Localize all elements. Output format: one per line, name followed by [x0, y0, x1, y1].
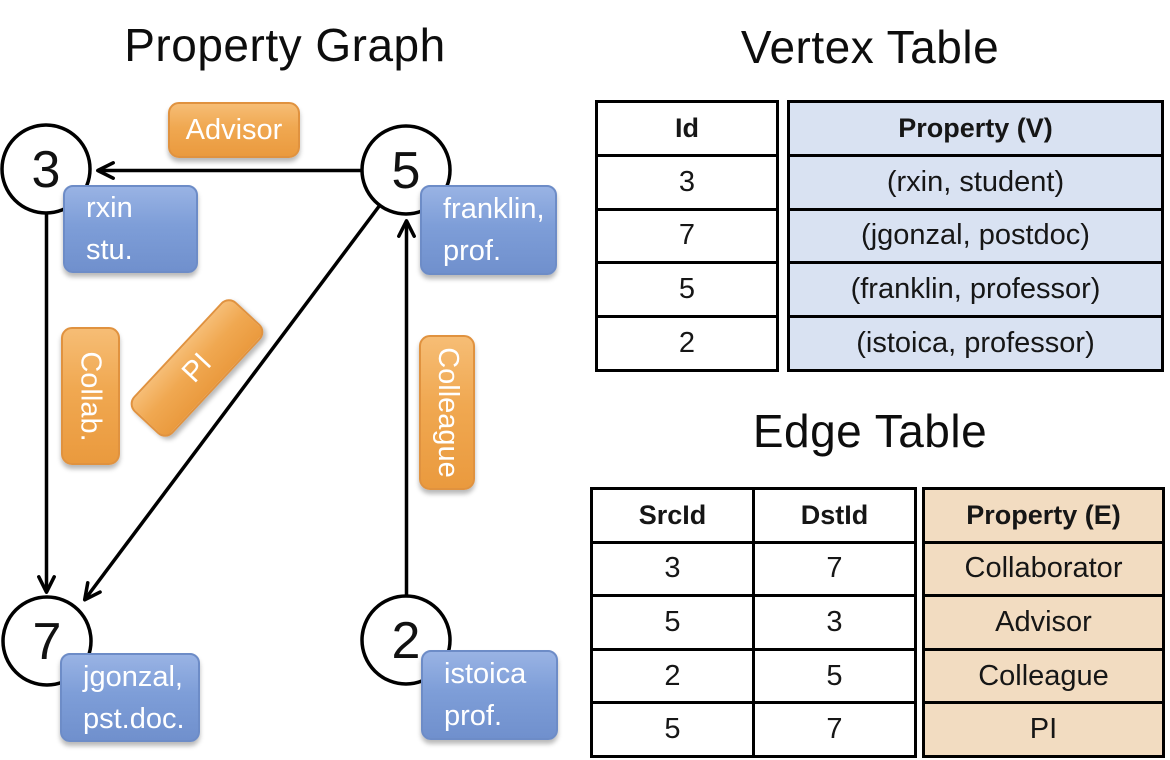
- vertex-id-3: 3: [32, 141, 61, 199]
- vertex-table-id-column: Id 3 7 5 2: [595, 100, 779, 372]
- edge-label-collab: Collab.: [61, 327, 120, 465]
- table-cell: (istoica, professor): [856, 327, 1095, 360]
- vertex-table-header-id: Id: [675, 112, 699, 143]
- edge-arrow-pi-5-to-7: [82, 203, 382, 602]
- table-cell: 5: [593, 597, 755, 648]
- edge-label-colleague: Colleague: [419, 335, 475, 490]
- vertex-label-franklin: franklin, prof.: [420, 185, 557, 275]
- table-cell: 3: [826, 605, 843, 638]
- table-cell: 7: [826, 713, 843, 746]
- table-cell: 7: [826, 552, 843, 585]
- vertex-label-line: pst.doc.: [83, 702, 185, 735]
- table-cell: 2: [678, 327, 696, 360]
- edge-table-property-column: Property (E) Collaborator Advisor Collea…: [922, 487, 1165, 758]
- table-cell: 7: [678, 219, 696, 252]
- table-cell: 5: [678, 273, 696, 306]
- vertex-label-line: prof.: [443, 235, 502, 267]
- table-cell: 3: [593, 543, 755, 595]
- edge-table-id-columns: SrcId DstId 3 7 5 3 2 5 5 7: [590, 487, 917, 758]
- property-graph-title: Property Graph: [124, 19, 446, 71]
- edge-table-header-property: Property (E): [966, 499, 1121, 530]
- vertex-id-7: 7: [33, 613, 62, 671]
- vertex-label-line: stu.: [86, 234, 133, 266]
- edge-table-header-srcid: SrcId: [593, 490, 755, 541]
- edge-label-collab-text: Collab.: [75, 350, 107, 442]
- edge-label-advisor-text: Advisor: [185, 113, 283, 146]
- vertex-label-jgonzal: jgonzal, pst.doc.: [60, 653, 200, 742]
- table-cell: 2: [593, 650, 755, 702]
- vertex-label-line: istoica: [444, 658, 527, 690]
- vertex-table-property-column: Property (V) (rxin, student) (jgonzal, p…: [787, 100, 1164, 372]
- edge-table-title: Edge Table: [752, 405, 988, 457]
- table-cell: Collaborator: [964, 552, 1123, 585]
- vertex-label-line: prof.: [444, 700, 503, 732]
- table-cell: Colleague: [978, 659, 1109, 692]
- vertex-label-rxin: rxin stu.: [63, 185, 198, 273]
- vertex-id-5: 5: [392, 142, 421, 200]
- table-cell: PI: [1029, 713, 1058, 746]
- vertex-table-header-property: Property (V): [898, 112, 1053, 143]
- table-cell: Advisor: [995, 605, 1092, 638]
- table-cell: (rxin, student): [886, 165, 1065, 198]
- vertex-label-istoica: istoica prof.: [421, 650, 558, 740]
- edge-label-colleague-text: Colleague: [431, 347, 464, 478]
- vertex-label-line: jgonzal,: [83, 660, 183, 693]
- table-cell: 3: [678, 165, 696, 198]
- vertex-id-2: 2: [392, 612, 421, 670]
- edge-label-pi-text: PI: [175, 346, 218, 389]
- vertex-label-line: franklin,: [443, 193, 545, 225]
- edge-label-advisor: Advisor: [168, 102, 300, 158]
- vertex-label-line: rxin: [86, 192, 133, 224]
- table-cell: 5: [593, 704, 755, 755]
- edge-table-header-dstid: DstId: [800, 499, 869, 530]
- table-cell: (jgonzal, postdoc): [861, 219, 1090, 252]
- table-cell: (franklin, professor): [850, 273, 1101, 306]
- table-cell: 5: [826, 659, 843, 692]
- vertex-table-title: Vertex Table: [740, 21, 1000, 73]
